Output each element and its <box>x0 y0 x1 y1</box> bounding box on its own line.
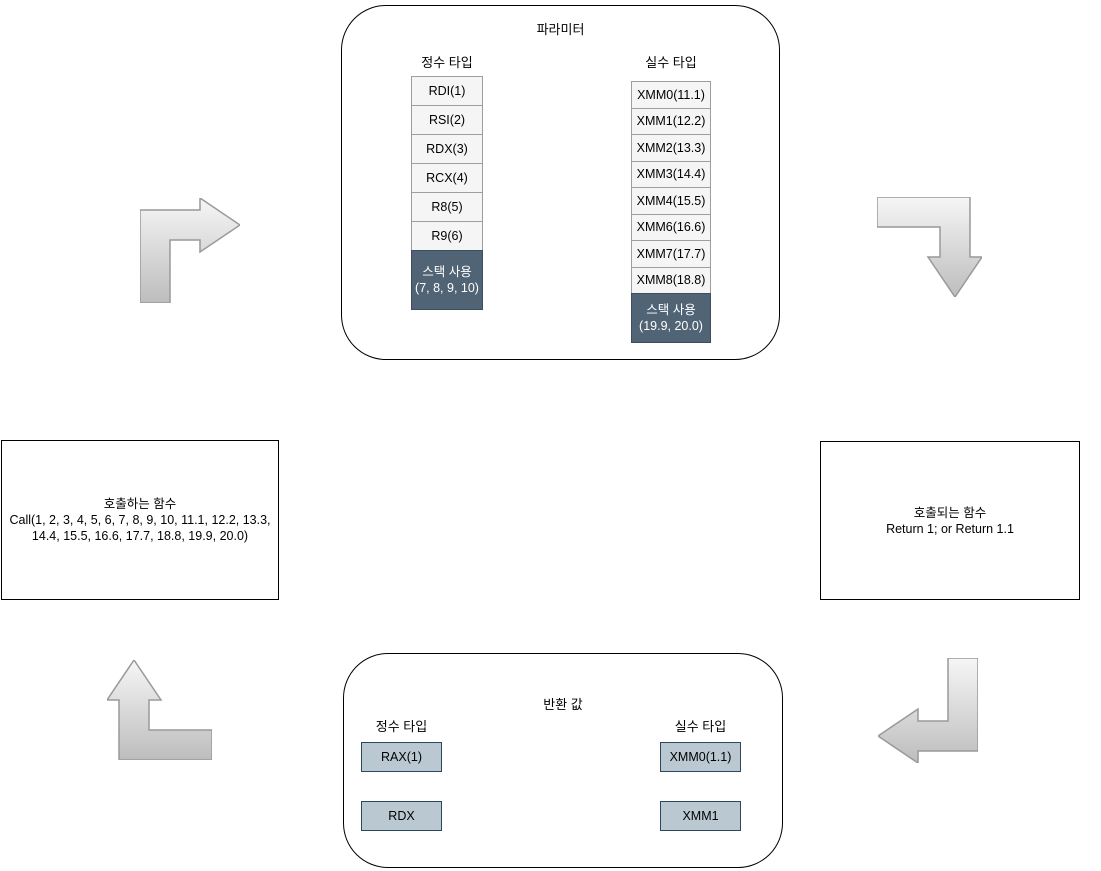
stack-usage-values: (7, 8, 9, 10) <box>415 281 479 295</box>
register-cell: RDI(1) <box>411 76 483 106</box>
parameters-panel-title: 파라미터 <box>536 22 585 37</box>
register-cell: RDX(3) <box>411 134 483 164</box>
register-cell: XMM3(14.4) <box>631 160 711 188</box>
callee-function-title: 호출되는 함수 <box>913 505 987 520</box>
return-values-panel: 반환 값 정수 타입 실수 타입 RAX(1) RDX XMM0(1.1) XM… <box>343 653 783 868</box>
bent-arrow-right-down-icon <box>877 197 982 297</box>
stack-usage-label: 스택 사용 <box>646 303 696 317</box>
register-cell: RCX(4) <box>411 163 483 193</box>
register-cell: R8(5) <box>411 192 483 222</box>
register-cell: XMM2(13.3) <box>631 134 711 162</box>
return-integer-header: 정수 타입 <box>375 719 428 734</box>
callee-function-body: Return 1; or Return 1.1 <box>886 521 1014 536</box>
return-register-cell: XMM0(1.1) <box>660 742 741 772</box>
bent-arrow-left-up-icon <box>107 660 212 760</box>
callee-function-box: 호출되는 함수 Return 1; or Return 1.1 <box>820 441 1080 600</box>
bent-arrow-down-left-icon <box>878 658 978 763</box>
return-panel-title: 반환 값 <box>543 697 583 712</box>
return-float-header: 실수 타입 <box>674 719 727 734</box>
integer-parameter-registers: RDI(1) RSI(2) RDX(3) RCX(4) R8(5) R9(6) … <box>411 76 483 310</box>
parameters-float-header: 실수 타입 <box>645 55 697 70</box>
caller-function-call: Call(1, 2, 3, 4, 5, 6, 7, 8, 9, 10, 11.1… <box>9 513 271 543</box>
return-register-cell: XMM1 <box>660 801 741 831</box>
return-register-cell: RDX <box>361 801 442 831</box>
register-cell: XMM7(17.7) <box>631 240 711 268</box>
float-parameter-registers: XMM0(11.1) XMM1(12.2) XMM2(13.3) XMM3(14… <box>631 81 711 343</box>
stack-usage-values: (19.9, 20.0) <box>639 319 703 333</box>
register-cell: XMM1(12.2) <box>631 107 711 135</box>
parameters-panel: 파라미터 정수 타입 실수 타입 RDI(1) RSI(2) RDX(3) RC… <box>341 5 780 360</box>
caller-function-box: 호출하는 함수 Call(1, 2, 3, 4, 5, 6, 7, 8, 9, … <box>1 440 279 600</box>
register-cell: R9(6) <box>411 221 483 251</box>
stack-usage-label: 스택 사용 <box>422 265 472 279</box>
register-cell: XMM8(18.8) <box>631 266 711 294</box>
bent-arrow-up-right-icon <box>140 198 240 303</box>
parameters-integer-header: 정수 타입 <box>421 55 473 70</box>
return-register-cell: RAX(1) <box>361 742 442 772</box>
register-cell: XMM6(16.6) <box>631 213 711 241</box>
integer-stack-usage-cell: 스택 사용 (7, 8, 9, 10) <box>411 250 483 310</box>
register-cell: XMM0(11.1) <box>631 81 711 109</box>
register-cell: XMM4(15.5) <box>631 187 711 215</box>
register-cell: RSI(2) <box>411 105 483 135</box>
float-stack-usage-cell: 스택 사용 (19.9, 20.0) <box>631 293 711 343</box>
caller-function-title: 호출하는 함수 <box>103 497 177 511</box>
